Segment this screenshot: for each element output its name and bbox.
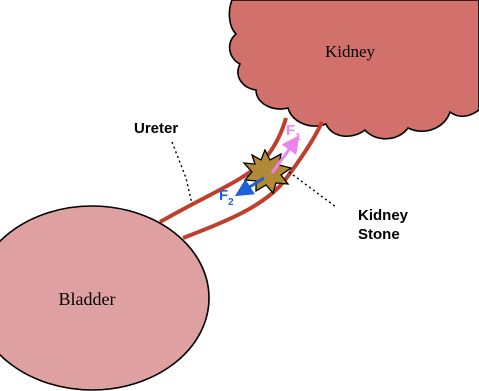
force-1-subscript: 1 xyxy=(295,132,301,143)
bladder-label: Bladder xyxy=(59,289,116,309)
bladder: Bladder xyxy=(0,206,209,390)
kidney-stone-label-line1: Kidney xyxy=(358,207,409,224)
ureter-label: Ureter xyxy=(134,120,178,137)
ureter-leader-line xyxy=(172,142,192,204)
kidney-shape xyxy=(229,0,479,139)
force-1-letter: F xyxy=(286,122,295,139)
kidney-stone-label-line2: Stone xyxy=(358,226,400,243)
kidney: Kidney xyxy=(229,0,479,139)
kidney-label: Kidney xyxy=(325,42,376,61)
force-1-label: F1 xyxy=(286,122,301,143)
force-2-label: F2 xyxy=(219,187,234,208)
force-2-letter: F xyxy=(219,187,228,204)
force-2-subscript: 2 xyxy=(228,197,234,208)
kidney-stone-leader-line xyxy=(289,172,336,207)
